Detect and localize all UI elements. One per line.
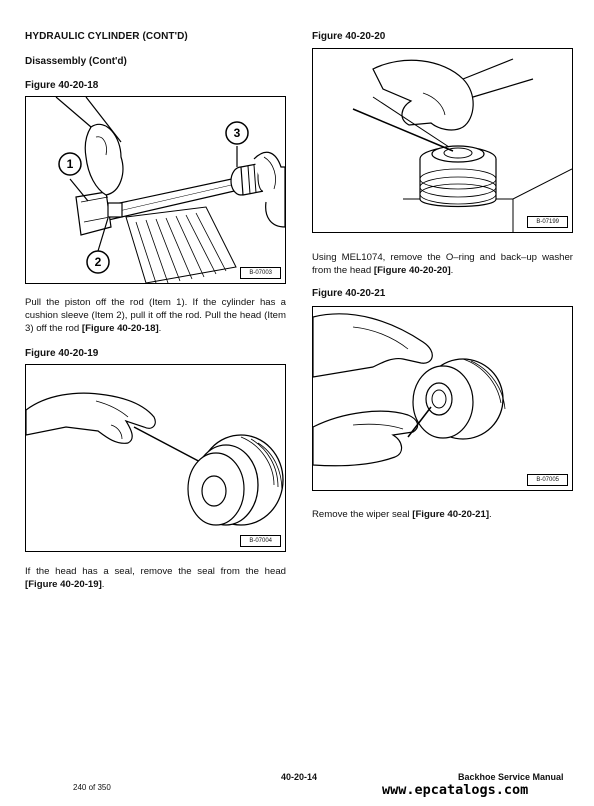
- callout-3-circle: [225, 121, 249, 145]
- watermark: www.epcatalogs.com: [382, 782, 529, 798]
- paragraph-remove-wiper-seal: Remove the wiper seal [Figure 40-20-21].: [312, 509, 492, 520]
- figure-label-20: Figure 40-20-20: [312, 31, 386, 42]
- figure-ref-20: [Figure 40-20-20]: [373, 265, 451, 276]
- figure-code-18: B-07003: [240, 267, 281, 279]
- paragraph-remove-o-ring: Using MEL1074, remove the O–ring and bac…: [312, 252, 573, 276]
- figure-40-20-21: B-07005: [312, 306, 573, 491]
- callout-1-circle: [58, 152, 82, 176]
- o-ring-removal-illustration: [352, 58, 572, 232]
- manual-title: Backhoe Service Manual: [458, 772, 564, 782]
- figure-40-20-20: B-07199: [312, 48, 573, 233]
- callout-2-circle: [86, 250, 110, 274]
- page-counter: 240 of 350: [73, 783, 111, 792]
- figure-code-21: B-07005: [527, 474, 568, 486]
- paragraph-pull-piston: Pull the piston off the rod (Item 1). If…: [25, 297, 286, 334]
- figure-ref-19: [Figure 40-20-19]: [25, 579, 102, 590]
- figure-40-20-18: 1 2 3 B-07003: [25, 96, 286, 284]
- figure-label-21: Figure 40-20-21: [312, 288, 386, 299]
- figure-code-20: B-07199: [527, 216, 568, 228]
- wiper-seal-removal-illustration: [313, 313, 506, 467]
- subsection-title: Disassembly (Cont'd): [25, 56, 127, 67]
- figure-ref-18: [Figure 40-20-18]: [81, 323, 159, 334]
- seal-removal-illustration: [26, 392, 284, 526]
- figure-40-20-19: B-07004: [25, 364, 286, 552]
- piston-removal-illustration: 1 2 3: [55, 97, 285, 283]
- figure-ref-21: [Figure 40-20-21]: [412, 509, 490, 520]
- callout-2: 2: [95, 255, 102, 269]
- section-title: HYDRAULIC CYLINDER (CONT'D): [25, 31, 188, 42]
- figure-code-19: B-07004: [240, 535, 281, 547]
- page-number: 40-20-14: [281, 772, 318, 782]
- figure-label-18: Figure 40-20-18: [25, 80, 99, 91]
- callout-3: 3: [234, 126, 241, 140]
- figure-label-19: Figure 40-20-19: [25, 348, 99, 359]
- callout-1: 1: [67, 157, 74, 171]
- paragraph-remove-seal: If the head has a seal, remove the seal …: [25, 566, 286, 590]
